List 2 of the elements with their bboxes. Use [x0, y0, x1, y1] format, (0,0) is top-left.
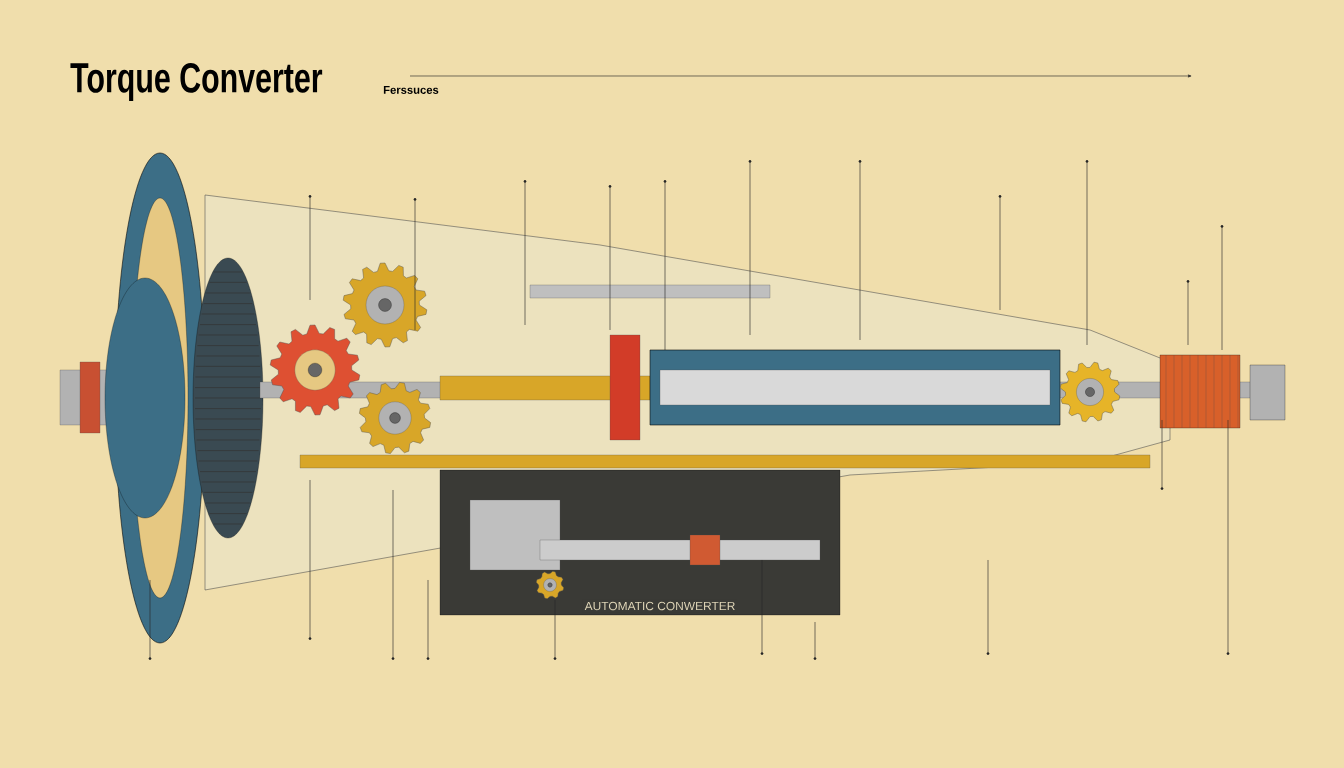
- title: Torque Converter: [70, 62, 323, 102]
- subtitle: Ferssuces: [383, 86, 439, 94]
